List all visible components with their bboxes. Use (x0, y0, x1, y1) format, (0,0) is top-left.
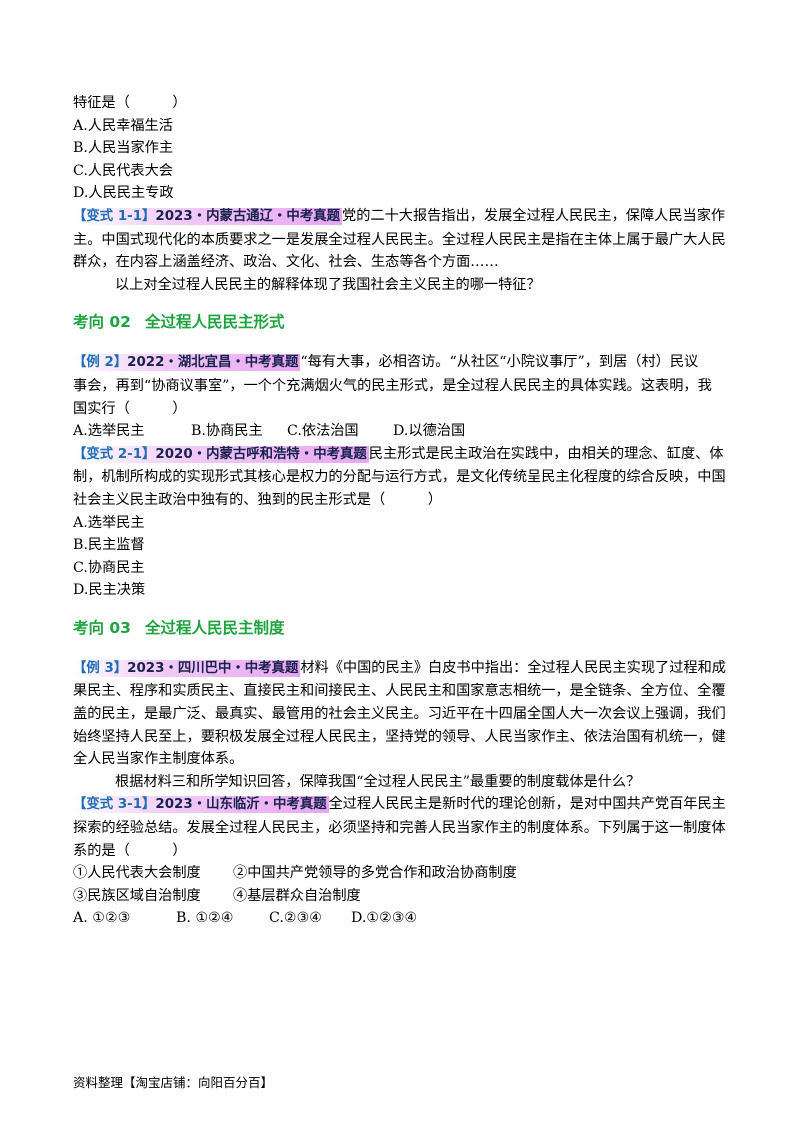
example-3-question: 根据材料三和所学知识回答，保障我国“全过程人民民主”最重要的制度载体是什么？ (115, 773, 641, 790)
item-2: ②中国共产党领导的多党合作和政治协商制度 (233, 865, 517, 882)
option-b: B.民主监督 (73, 537, 145, 554)
example-2-options: A.选举民主 B.协商民主 C.依法治国 D.以德治国 (73, 420, 733, 443)
variant-1-1-text: 群众，在内容上涵盖经济、政治、文化、社会、生态等各个方面…… (73, 254, 499, 271)
variant-3-1-text: 全过程人民民主是新时代的理论创新，是对中国共产党百年民主 (328, 796, 726, 813)
variant-2-1-text: 社会主义民主政治中独有的、独到的民主形式是（ ） (73, 491, 442, 508)
option-a: A.选举民主 (73, 423, 145, 440)
variant-2-1-text: 民主形式是民主政治在实践中，由相关的理念、缸度、体 (368, 445, 724, 462)
option-c: C.人民代表大会 (73, 162, 173, 179)
variant-1-1-line: 【变式 1-1】2023・内蒙古通辽・中考真题党的二十大报告指出，发展全过程人民… (73, 205, 733, 229)
variant-1-1-text: 党的二十大报告指出，发展全过程人民民主，保障人民当家作 (342, 207, 726, 224)
variant-3-1-text: 探索的经验总结。发展全过程人民民主，必须坚持和完善人民当家作主的制度体系。下列属… (73, 820, 726, 837)
variant-1-1-text: 主。中国式现代化的本质要求之一是发展全过程人民民主。全过程人民民主是指在主体上属… (73, 231, 726, 248)
option-b: B. ①②④ (176, 910, 234, 927)
option-a: A.人民幸福生活 (73, 117, 173, 134)
example-2-line: 【例 2】2022・湖北宜昌・中考真题“每有大事，必相咨访。“从社区“小院议事厅… (73, 351, 733, 375)
option-a: A.选举民主 (73, 514, 145, 531)
option-d: D.人民民主专政 (73, 185, 174, 202)
example-3-text: 始终坚持人民至上，要积极发展全过程人民民主，坚持党的领导、人民当家作主、依法治国… (73, 728, 726, 745)
option-c: C.协商民主 (73, 559, 145, 576)
example-3-tag: 【例 3】2023・四川巴中・中考真题 (73, 659, 301, 677)
variant-3-1-tag: 【变式 3-1】2023・山东临沂・中考真题 (73, 796, 329, 814)
question-stem: 特征是（ ） (73, 95, 187, 111)
example-2-text: “每有大事，必相咨访。“从社区“小院议事厅”，到居（村）民议 (300, 354, 699, 371)
example-3-text: 果民主、程序和实质民主、直接民主和间接民主、人民民主和国家意志相统一，是全链条、… (73, 683, 726, 700)
variant-1-1-tag: 【变式 1-1】2023・内蒙古通辽・中考真题 (73, 207, 342, 225)
example-3-line: 【例 3】2023・四川巴中・中考真题材料《中国的民主》白皮书中指出：全过程人民… (73, 657, 733, 681)
variant-3-1-options: A. ①②③ B. ①②④ C.②③④ D.①②③④ (73, 907, 733, 930)
item-4: ④基层群众自治制度 (233, 887, 361, 904)
example-2-tag: 【例 2】2022・湖北宜昌・中考真题 (73, 354, 301, 372)
variant-3-1-text: 系的是（ ） (73, 842, 187, 859)
example-3-text: 盖的民主，是最广泛、最真实、最管用的社会主义民主。习近平在十四届全国人大一次会议… (73, 706, 726, 723)
option-a: A. ①②③ (73, 910, 131, 927)
option-d: D.①②③④ (351, 910, 418, 927)
page-footer: 资料整理【淘宝店铺：向阳百分百】 (73, 1075, 274, 1090)
option-d: D.以德治国 (393, 423, 466, 440)
example-3-text: 材料《中国的民主》白皮书中指出：全过程人民民主实现了过程和成 (300, 659, 726, 676)
variant-2-1-tag: 【变式 2-1】2020・内蒙古呼和浩特・中考真题 (73, 445, 369, 463)
document-body: 特征是（ ） A.人民幸福生活 B.人民当家作主 C.人民代表大会 D.人民民主… (73, 92, 733, 930)
variant-3-1-line: 【变式 3-1】2023・山东临沂・中考真题全过程人民民主是新时代的理论创新，是… (73, 793, 733, 817)
option-d: D.民主决策 (73, 582, 146, 599)
item-3: ③民族区域自治制度 (73, 887, 201, 904)
variant-2-1-line: 【变式 2-1】2020・内蒙古呼和浩特・中考真题民主形式是民主政治在实践中，由… (73, 443, 733, 467)
variant-2-1-text: 制，机制所构成的实现形式其核心是权力的分配与运行方式，是文化传统呈民主化程度的综… (73, 469, 726, 486)
variant-1-1-question: 以上对全过程人民民主的解释体现了我国社会主义民主的哪一特征？ (115, 276, 541, 293)
option-b: B.人民当家作主 (73, 140, 174, 157)
example-3-text: 全人民当家作主制度体系。 (73, 751, 244, 768)
option-c: C.②③④ (269, 910, 323, 927)
example-2-text: 国实行（ ） (73, 400, 187, 417)
variant-3-1-items: ③民族区域自治制度 ④基层群众自治制度 (73, 885, 733, 908)
option-b: B.协商民主 (191, 423, 263, 440)
option-c: C.依法治国 (287, 423, 359, 440)
item-1: ①人民代表大会制度 (73, 865, 201, 882)
example-2-text: 事会，再到“协商议事室”，一个个充满烟火气的民主形式，是全过程人民民主的具体实践… (73, 377, 712, 394)
variant-3-1-items: ①人民代表大会制度 ②中国共产党领导的多党合作和政治协商制度 (73, 862, 733, 885)
